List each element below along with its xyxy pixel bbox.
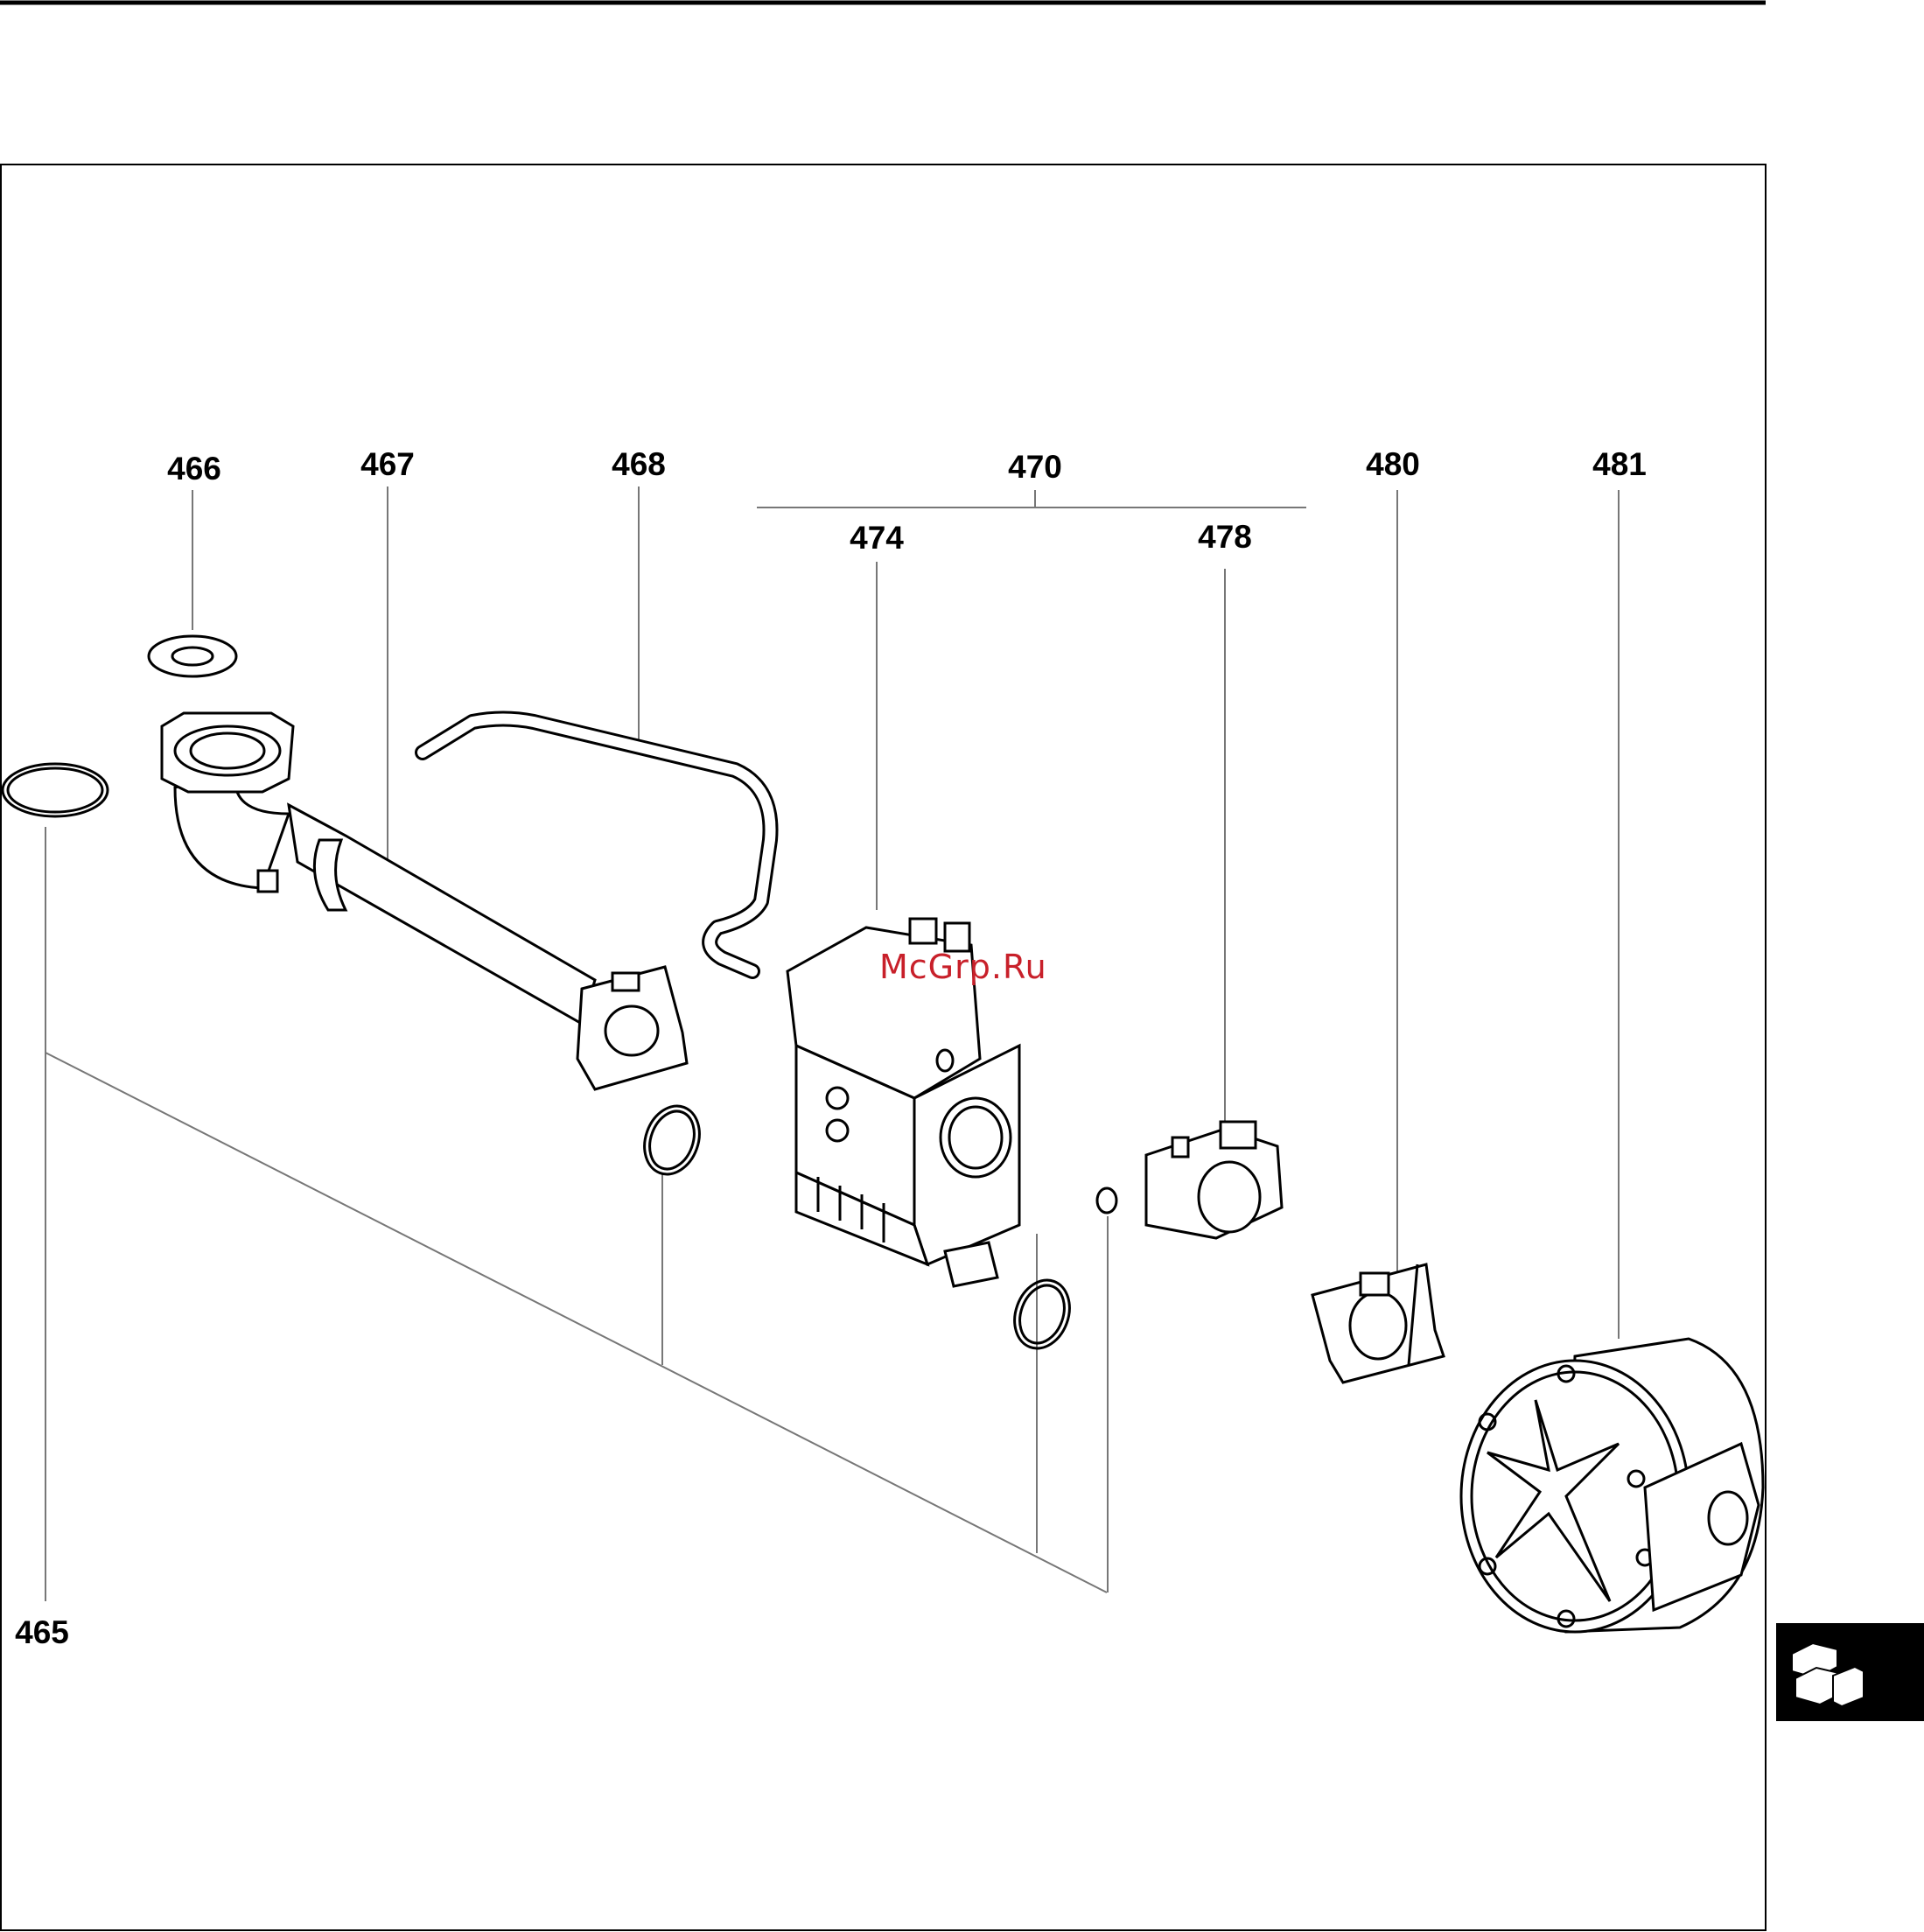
part-o-ring-small-2 <box>1005 1272 1079 1356</box>
label-474: 474 <box>850 520 904 556</box>
label-481: 481 <box>1592 446 1647 482</box>
label-466: 466 <box>167 451 221 486</box>
part-467-gas-tube <box>162 713 687 1089</box>
label-465: 465 <box>15 1614 69 1650</box>
part-o-ring-small-1 <box>635 1098 709 1182</box>
part-466-washer <box>149 636 236 676</box>
part-465-o-ring <box>3 764 108 816</box>
label-467: 467 <box>360 446 415 482</box>
section-tab <box>1776 1623 1924 1721</box>
watermark-text: McGrp.Ru <box>879 948 1047 986</box>
label-480: 480 <box>1366 446 1420 482</box>
part-480-flange-clamp <box>1312 1264 1444 1382</box>
label-478: 478 <box>1198 519 1252 555</box>
part-o-ring-tiny <box>1097 1188 1116 1213</box>
label-470: 470 <box>1008 449 1062 485</box>
label-468: 468 <box>612 446 666 482</box>
part-478-pressure-switch <box>1146 1122 1282 1238</box>
part-481-burner-housing <box>1461 1339 1763 1632</box>
